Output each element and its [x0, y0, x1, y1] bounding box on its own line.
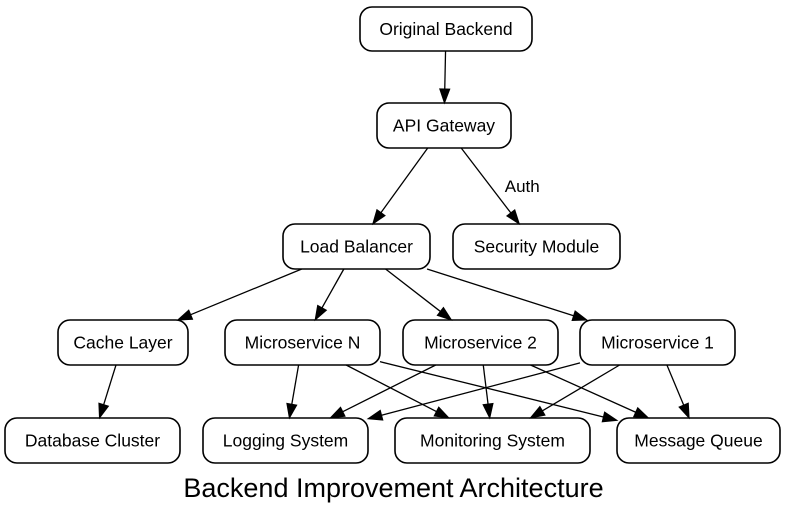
node-label: Original Backend	[379, 19, 512, 39]
edge-microservice-1-monitoring-system	[529, 364, 620, 419]
node-message-queue: Message Queue	[616, 417, 781, 464]
arrowhead-icon	[98, 402, 110, 420]
node-monitoring-system: Monitoring System	[394, 417, 591, 464]
edge-microservice-2-monitoring-system	[482, 364, 494, 420]
node-box	[359, 6, 533, 52]
edge-microservice-1-message-queue	[666, 364, 690, 420]
edge-line	[426, 268, 574, 317]
arrowhead-icon	[482, 402, 494, 420]
arrowhead-icon	[176, 309, 194, 321]
node-label: Cache Layer	[73, 333, 172, 353]
edge-microservice-n-monitoring-system	[345, 364, 451, 419]
edge-load-balancer-microservice-1	[426, 268, 589, 322]
node-box	[394, 417, 591, 464]
edge-microservice-n-logging-system	[286, 364, 300, 420]
edge-line	[381, 362, 581, 416]
edge-load-balancer-microservice-2	[385, 268, 453, 321]
arrowhead-icon	[286, 402, 298, 420]
edge-line	[444, 50, 447, 90]
arrowhead-icon	[632, 406, 650, 419]
arrowhead-icon	[505, 209, 521, 226]
edge-api-gateway-load-balancer	[371, 147, 429, 226]
edge-line	[482, 364, 489, 405]
arrowhead-icon	[678, 402, 690, 420]
edge-microservice-2-message-queue	[530, 364, 650, 419]
edge-load-balancer-cache-layer	[176, 268, 303, 321]
edge-line	[291, 364, 300, 405]
edge-line	[379, 361, 604, 418]
node-label: API Gateway	[393, 116, 495, 136]
node-database-cluster: Database Cluster	[4, 417, 181, 464]
edge-line	[460, 147, 512, 214]
edge-line	[380, 147, 429, 214]
node-logging-system: Logging System	[202, 417, 369, 464]
arrowhead-icon	[371, 208, 386, 226]
edge-line	[103, 364, 117, 405]
edge-line	[666, 364, 685, 406]
node-box	[224, 319, 381, 366]
node-box	[202, 417, 369, 464]
edge-line	[530, 364, 636, 413]
node-security-module: Security Module	[452, 223, 621, 270]
arrowhead-icon	[436, 306, 453, 321]
arrowhead-icon	[314, 304, 328, 322]
arrowhead-icon	[328, 406, 346, 419]
node-box	[4, 417, 181, 464]
edge-line	[190, 268, 303, 316]
edge-line	[342, 364, 437, 413]
node-cache-layer: Cache Layer	[57, 319, 189, 366]
edge-microservice-n-message-queue	[379, 361, 619, 423]
node-microservice-2: Microservice 2	[402, 319, 559, 366]
node-box	[282, 223, 431, 270]
node-box	[452, 223, 621, 270]
node-api-gateway: API Gateway	[376, 102, 512, 149]
edge-line	[345, 364, 437, 413]
node-box	[402, 319, 559, 366]
edge-line	[385, 268, 441, 312]
node-load-balancer: Load Balancer	[282, 223, 431, 270]
edge-line	[542, 364, 620, 412]
node-label: Monitoring System	[420, 431, 565, 451]
diagram-title: Backend Improvement Architecture	[183, 473, 604, 503]
node-original-backend: Original Backend	[359, 6, 533, 52]
node-label: Logging System	[223, 431, 349, 451]
arrowhead-icon	[529, 405, 546, 419]
arrowhead-icon	[439, 88, 451, 105]
edge-microservice-2-logging-system	[328, 364, 437, 419]
node-label: Database Cluster	[25, 431, 160, 451]
edge-cache-layer-database-cluster	[98, 364, 117, 420]
edge-label: Auth	[505, 177, 540, 196]
node-box	[579, 319, 736, 366]
arrowhead-icon	[433, 406, 451, 419]
node-label: Security Module	[474, 237, 599, 257]
node-microservice-n: Microservice N	[224, 319, 381, 366]
node-box	[57, 319, 189, 366]
edge-microservice-1-logging-system	[366, 362, 581, 421]
node-label: Microservice 2	[424, 333, 537, 353]
arrowhead-icon	[601, 411, 619, 423]
node-label: Microservice N	[245, 333, 361, 353]
edge-original-backend-api-gateway	[439, 50, 451, 105]
arrowhead-icon	[366, 409, 384, 421]
arrowhead-icon	[571, 310, 589, 322]
node-box	[616, 417, 781, 464]
node-label: Message Queue	[634, 431, 762, 451]
edge-line	[321, 268, 345, 309]
node-label: Microservice 1	[601, 333, 714, 353]
node-microservice-1: Microservice 1	[579, 319, 736, 366]
node-label: Load Balancer	[300, 237, 413, 257]
edge-api-gateway-security-module: Auth	[460, 147, 540, 226]
edge-load-balancer-microservice-n	[314, 268, 345, 322]
